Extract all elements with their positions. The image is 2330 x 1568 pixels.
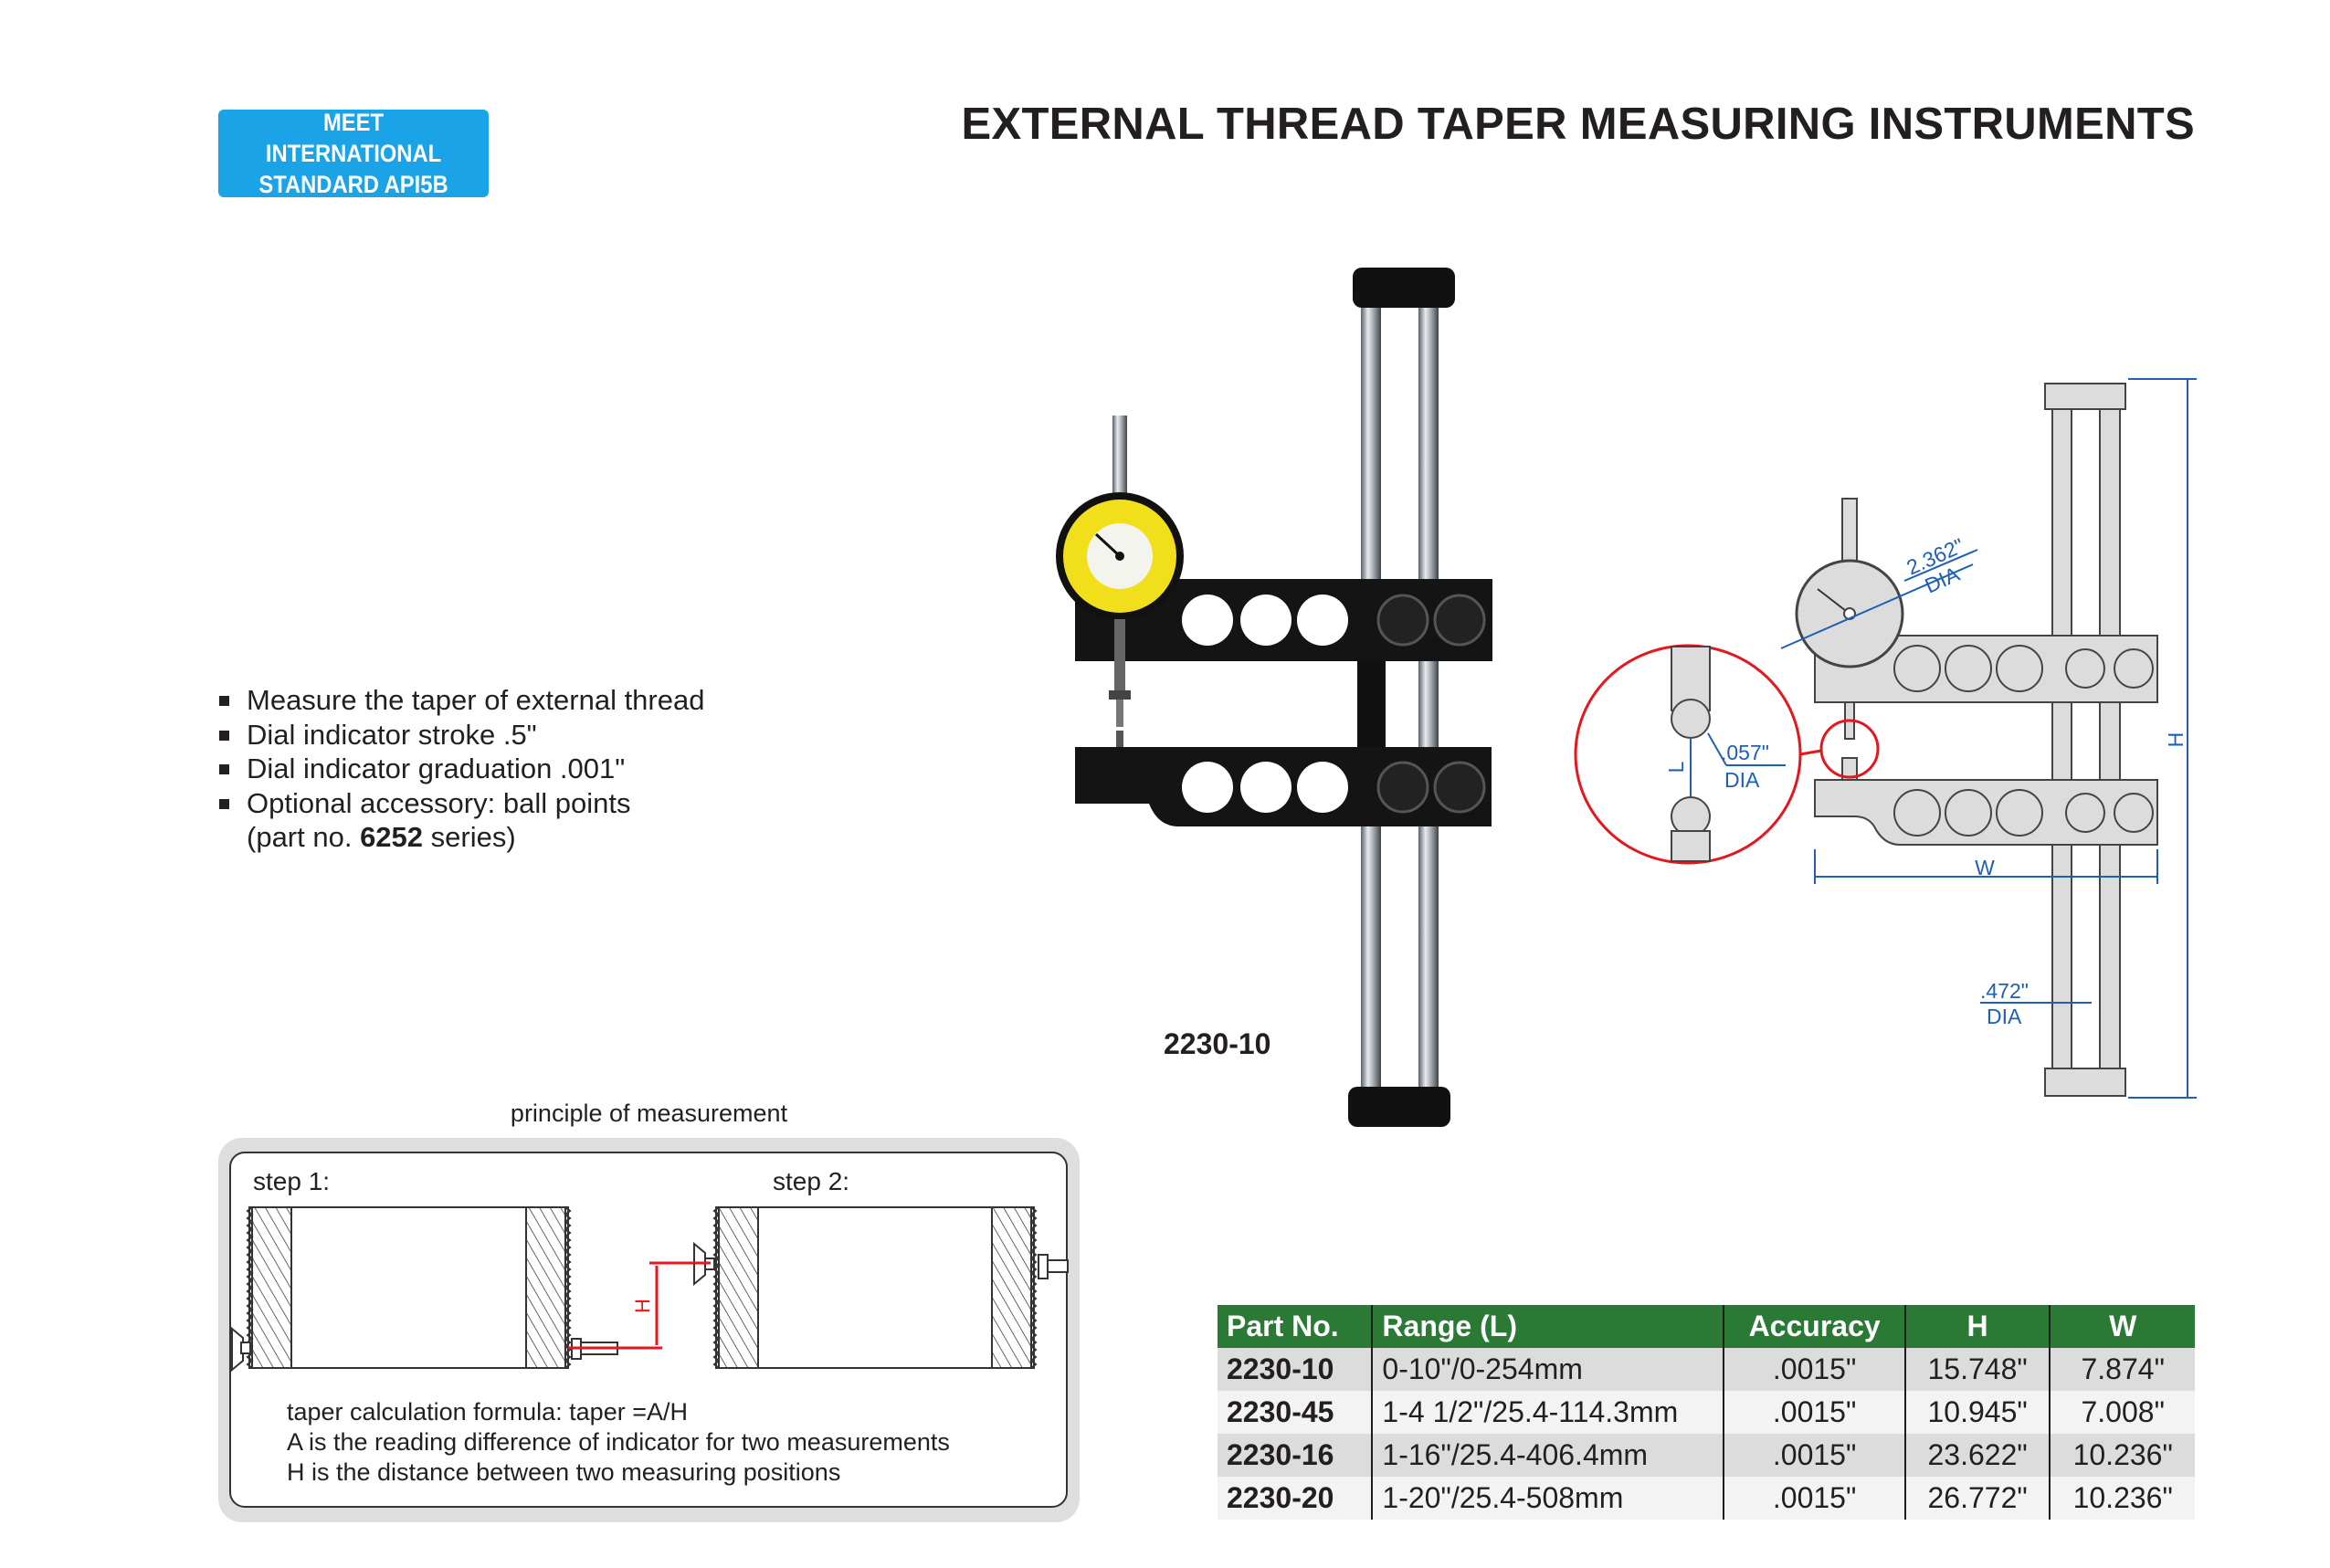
dim-l-label: L bbox=[1664, 761, 1688, 773]
cell-accuracy: .0015" bbox=[1723, 1391, 1905, 1434]
cell-h: 10.945" bbox=[1903, 1391, 2051, 1434]
drawing-bottom-cap bbox=[2044, 1068, 2126, 1097]
feature-list: Measure the taper of external thread Dia… bbox=[217, 683, 704, 855]
cell-h: 15.748" bbox=[1903, 1348, 2051, 1391]
feature-note: (part no. 6252 series) bbox=[217, 820, 704, 855]
tip-dia-value: .057" bbox=[1721, 741, 1769, 764]
table-header-row: Part No. Range (L) Accuracy H W bbox=[1218, 1305, 2195, 1348]
thread-edge bbox=[1029, 1206, 1038, 1369]
cell-range: 1-20"/25.4-508mm bbox=[1371, 1477, 1724, 1520]
badge-line-2: STANDARD API5B bbox=[258, 171, 448, 198]
cell-part-no: 2230-45 bbox=[1218, 1391, 1373, 1434]
column-header-h: H bbox=[1903, 1305, 2051, 1348]
step1-label: step 1: bbox=[253, 1167, 330, 1195]
step1-pipe bbox=[248, 1206, 569, 1369]
cell-accuracy: .0015" bbox=[1723, 1477, 1905, 1520]
cell-h: 23.622" bbox=[1903, 1434, 2051, 1477]
cell-w: 10.236" bbox=[2049, 1434, 2195, 1477]
rod-dia-label: DIA bbox=[1987, 1005, 2022, 1028]
badge-line-1: MEET INTERNATIONAL bbox=[265, 109, 442, 167]
note-part-number: 6252 bbox=[360, 821, 424, 853]
cell-accuracy: .0015" bbox=[1723, 1348, 1905, 1391]
column-header-w: W bbox=[2049, 1305, 2195, 1348]
tip-dia-label: DIA bbox=[1724, 768, 1760, 792]
note-suffix: series) bbox=[423, 821, 516, 853]
cell-part-no: 2230-10 bbox=[1218, 1348, 1373, 1391]
cell-w: 7.874" bbox=[2049, 1348, 2195, 1391]
thread-edge bbox=[246, 1206, 254, 1369]
page-title: EXTERNAL THREAD TAPER MEASURING INSTRUME… bbox=[961, 100, 2195, 149]
step2-label: step 2: bbox=[773, 1167, 849, 1195]
principle-h-label: H bbox=[631, 1299, 654, 1313]
column-header-range: Range (L) bbox=[1371, 1305, 1724, 1348]
formula-line: H is the distance between two measuring … bbox=[287, 1458, 841, 1486]
step2-pipe bbox=[715, 1206, 1035, 1369]
cell-w: 10.236" bbox=[2049, 1477, 2195, 1520]
cell-part-no: 2230-16 bbox=[1218, 1434, 1373, 1477]
photo-bottom-cap bbox=[1348, 1087, 1450, 1127]
cell-range: 1-16"/25.4-406.4mm bbox=[1371, 1434, 1724, 1477]
detail-circle-small bbox=[1819, 719, 1880, 779]
column-header-accuracy: Accuracy bbox=[1723, 1305, 1905, 1348]
note-prefix: (part no. bbox=[247, 821, 361, 853]
dial-indicator-icon bbox=[1056, 416, 1184, 747]
cell-part-no: 2230-20 bbox=[1218, 1477, 1373, 1520]
thread-edge bbox=[712, 1206, 721, 1369]
drawing-top-cap bbox=[2044, 383, 2126, 410]
feature-item: Measure the taper of external thread bbox=[217, 683, 704, 718]
dial-gauge-icon bbox=[1795, 559, 1904, 668]
standard-badge: MEET INTERNATIONAL STANDARD API5B bbox=[218, 109, 489, 198]
photo-top-cap bbox=[1353, 268, 1455, 308]
dim-w-label: W bbox=[1975, 856, 1995, 879]
taper-formula: taper calculation formula: taper =A/H A … bbox=[287, 1397, 950, 1488]
photo-lower-arm bbox=[1075, 747, 1492, 826]
h-dimension bbox=[568, 1261, 711, 1350]
principle-title: principle of measurement bbox=[510, 1100, 788, 1127]
thread-edge bbox=[564, 1206, 572, 1369]
rod-dia-value: .472" bbox=[1980, 979, 2029, 1003]
cell-accuracy: .0015" bbox=[1723, 1434, 1905, 1477]
cell-range: 0-10"/0-254mm bbox=[1371, 1348, 1724, 1391]
formula-line: A is the reading difference of indicator… bbox=[287, 1428, 950, 1456]
drawing-lower-arm bbox=[1814, 779, 2158, 846]
cell-range: 1-4 1/2"/25.4-114.3mm bbox=[1371, 1391, 1724, 1434]
feature-item: Dial indicator graduation .001" bbox=[217, 752, 704, 786]
threads bbox=[246, 1206, 1038, 1369]
formula-line: taper calculation formula: taper =A/H bbox=[287, 1398, 688, 1426]
feature-item: Dial indicator stroke .5" bbox=[217, 718, 704, 752]
feature-item: Optional accessory: ball points bbox=[217, 786, 704, 821]
cell-w: 7.008" bbox=[2049, 1391, 2195, 1434]
column-header-part-no: Part No. bbox=[1218, 1305, 1373, 1348]
dim-h-label: H bbox=[2164, 732, 2188, 748]
cell-h: 26.772" bbox=[1903, 1477, 2051, 1520]
product-model-label: 2230-10 bbox=[1164, 1027, 1271, 1060]
